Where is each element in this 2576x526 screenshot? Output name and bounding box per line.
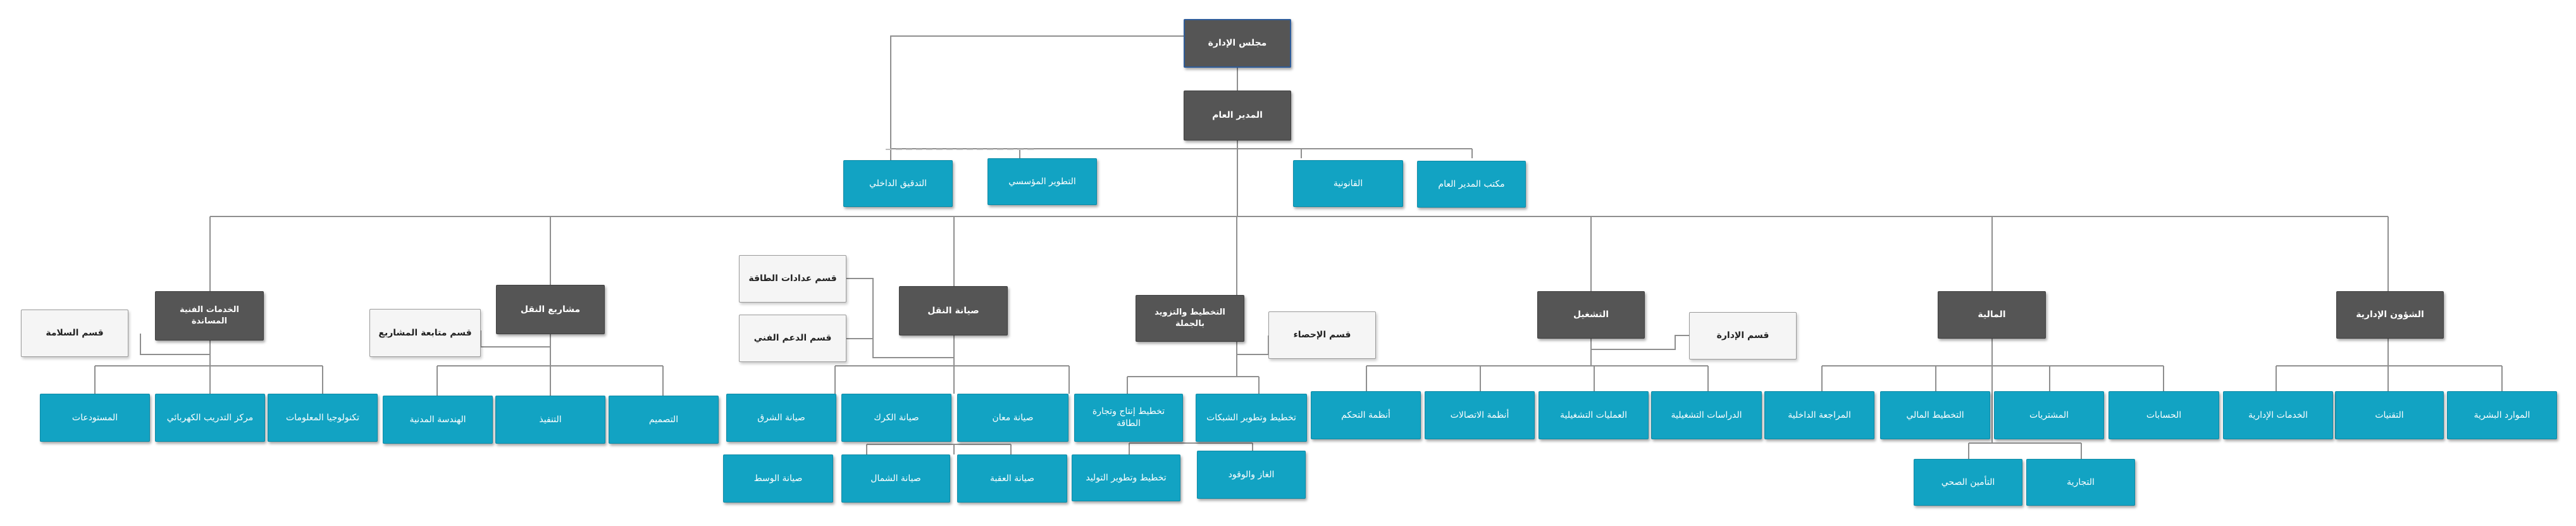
aqaba-maint-box: صيانة العقبة (957, 454, 1067, 503)
general-manager-box: المدير العام (1184, 91, 1291, 141)
project-followup-section-box: قسم متابعة المشاريع (369, 309, 481, 357)
commercial-label: التجارية (2067, 477, 2095, 487)
training-center-label: مركز التدريب الكهربائي (166, 412, 254, 423)
technologies-box: التقنيات (2335, 391, 2444, 439)
board-of-directors-box: مجلس الإدارة (1184, 19, 1291, 68)
health-insurance-label: التأمين الصحي (1941, 477, 1995, 487)
internal-audit-label: التدقيق الداخلي (869, 178, 927, 189)
operational-ops-box: العمليات التشغيلية (1539, 391, 1649, 439)
finance-label: المالية (1978, 310, 2006, 320)
statistics-section-box: قسم الإحصاء (1268, 311, 1376, 359)
commercial-box: التجارية (2026, 459, 2135, 506)
network-planning-box: تخطيط وتطوير الشبكات (1196, 394, 1307, 442)
control-systems-label: أنظمة التحكم (1341, 410, 1390, 420)
board-label: مجلس الإدارة (1208, 38, 1267, 49)
energy-production-planning-box: تخطيط إنتاج وتجارة الطاقة (1074, 394, 1183, 442)
generation-planning-label: تخطيط وتطوير التوليد (1086, 472, 1167, 483)
generation-planning-box: تخطيط وتطوير التوليد (1072, 454, 1180, 501)
legal-box: القانونية (1293, 160, 1403, 207)
network-planning-label: تخطيط وتطوير الشبكات (1206, 412, 1296, 423)
aqaba-maint-label: صيانة العقبة (990, 473, 1034, 484)
it-box: تكنولوجيا المعلومات (268, 394, 378, 442)
design-label: التصميم (648, 414, 679, 425)
gm-office-label: مكتب المدير العام (1438, 178, 1505, 189)
admin-affairs-label: الشؤون الإدارية (2356, 310, 2424, 320)
comm-systems-box: أنظمة الاتصالات (1425, 391, 1535, 439)
internal-audit-box: التدقيق الداخلي (843, 160, 953, 207)
tech-support-section-box: قسم الدعم الفني (739, 315, 846, 362)
it-label: تكنولوجيا المعلومات (286, 412, 359, 423)
transmission-maint-label: صيانة النقل (927, 305, 979, 316)
north-maint-box: صيانة الشمال (841, 454, 950, 503)
operation-box: التشغيل (1537, 291, 1645, 339)
gas-fuel-box: الغاز والوقود (1197, 451, 1306, 499)
north-maint-label: صيانة الشمال (870, 473, 921, 484)
warehouses-box: المستودعات (40, 394, 150, 442)
accounts-label: الحسابات (2146, 410, 2182, 420)
civil-engineering-box: الهندسة المدنية (383, 396, 493, 444)
admin-affairs-box: الشؤون الإدارية (2336, 291, 2444, 339)
warehouses-label: المستودعات (71, 412, 118, 423)
operational-studies-label: الدراسات التشغيلية (1671, 410, 1742, 420)
operation-admin-section-box: قسم الإدارة (1689, 312, 1797, 360)
planning-label: التخطيط والتزويد بالجملة (1155, 308, 1225, 329)
east-maint-box: صيانة الشرق (726, 394, 836, 442)
operational-ops-label: العمليات التشغيلية (1560, 410, 1627, 420)
transmission-maint-box: صيانة النقل (899, 286, 1008, 335)
operational-studies-box: الدراسات التشغيلية (1651, 391, 1762, 439)
institutional-dev-label: التطوير المؤسسي (1008, 176, 1076, 187)
finance-box: المالية (1938, 291, 2046, 339)
financial-planning-box: التخطيط المالي (1880, 391, 1990, 439)
hr-label: الموارد البشرية (2474, 410, 2530, 420)
safety-section-label: قسم السلامة (46, 328, 104, 339)
civil-engineering-label: الهندسة المدنية (409, 414, 466, 425)
design-box: التصميم (609, 396, 719, 444)
maan-maint-box: صيانة معان (957, 394, 1068, 442)
safety-section-box: قسم السلامة (21, 310, 128, 357)
karak-maint-box: صيانة الكرك (841, 394, 951, 442)
comm-systems-label: أنظمة الاتصالات (1450, 410, 1509, 420)
control-systems-box: أنظمة التحكم (1311, 391, 1421, 439)
admin-services-box: الخدمات الإدارية (2223, 391, 2333, 439)
execution-label: التنفيذ (539, 414, 562, 425)
execution-box: التنفيذ (495, 396, 605, 444)
transmission-projects-box: مشاريع النقل (496, 285, 605, 334)
central-maint-box: صيانة الوسط (723, 454, 833, 503)
karak-maint-label: صيانة الكرك (874, 412, 919, 423)
energy-meters-section-label: قسم عدادات الطاقة (748, 273, 837, 284)
internal-review-box: المراجعة الداخلية (1764, 391, 1874, 439)
admin-services-label: الخدمات الإدارية (2248, 410, 2308, 420)
health-insurance-box: التأمين الصحي (1914, 459, 2022, 506)
technologies-label: التقنيات (2375, 410, 2404, 420)
operation-admin-section-label: قسم الإدارة (1716, 330, 1769, 341)
central-maint-label: صيانة الوسط (753, 473, 803, 484)
tech-services-box: الخدمات الفنية المساندة (155, 291, 264, 341)
energy-meters-section-box: قسم عدادات الطاقة (739, 255, 846, 303)
institutional-dev-box: التطوير المؤسسي (988, 158, 1097, 205)
statistics-section-label: قسم الإحصاء (1293, 330, 1351, 341)
procurement-label: المشتريات (2029, 410, 2069, 420)
internal-review-label: المراجعة الداخلية (1788, 410, 1851, 420)
planning-box: التخطيط والتزويد بالجملة (1136, 295, 1244, 342)
east-maint-label: صيانة الشرق (757, 412, 805, 423)
gm-label: المدير العام (1212, 110, 1263, 121)
operation-label: التشغيل (1573, 310, 1609, 320)
tech-services-label: الخدمات الفنية المساندة (180, 305, 239, 326)
hr-box: الموارد البشرية (2447, 391, 2557, 439)
accounts-box: الحسابات (2108, 391, 2219, 439)
procurement-box: المشتريات (1994, 391, 2104, 439)
tech-support-section-label: قسم الدعم الفني (753, 333, 832, 344)
gas-fuel-label: الغاز والوقود (1228, 469, 1275, 480)
transmission-projects-label: مشاريع النقل (520, 304, 581, 315)
training-center-box: مركز التدريب الكهربائي (155, 394, 265, 442)
financial-planning-label: التخطيط المالي (1906, 410, 1964, 420)
gm-office-box: مكتب المدير العام (1417, 161, 1526, 208)
project-followup-section-label: قسم متابعة المشاريع (378, 327, 472, 338)
energy-production-planning-label: تخطيط إنتاج وتجارة الطاقة (1092, 406, 1165, 429)
legal-label: القانونية (1333, 178, 1363, 189)
maan-maint-label: صيانة معان (992, 412, 1034, 423)
